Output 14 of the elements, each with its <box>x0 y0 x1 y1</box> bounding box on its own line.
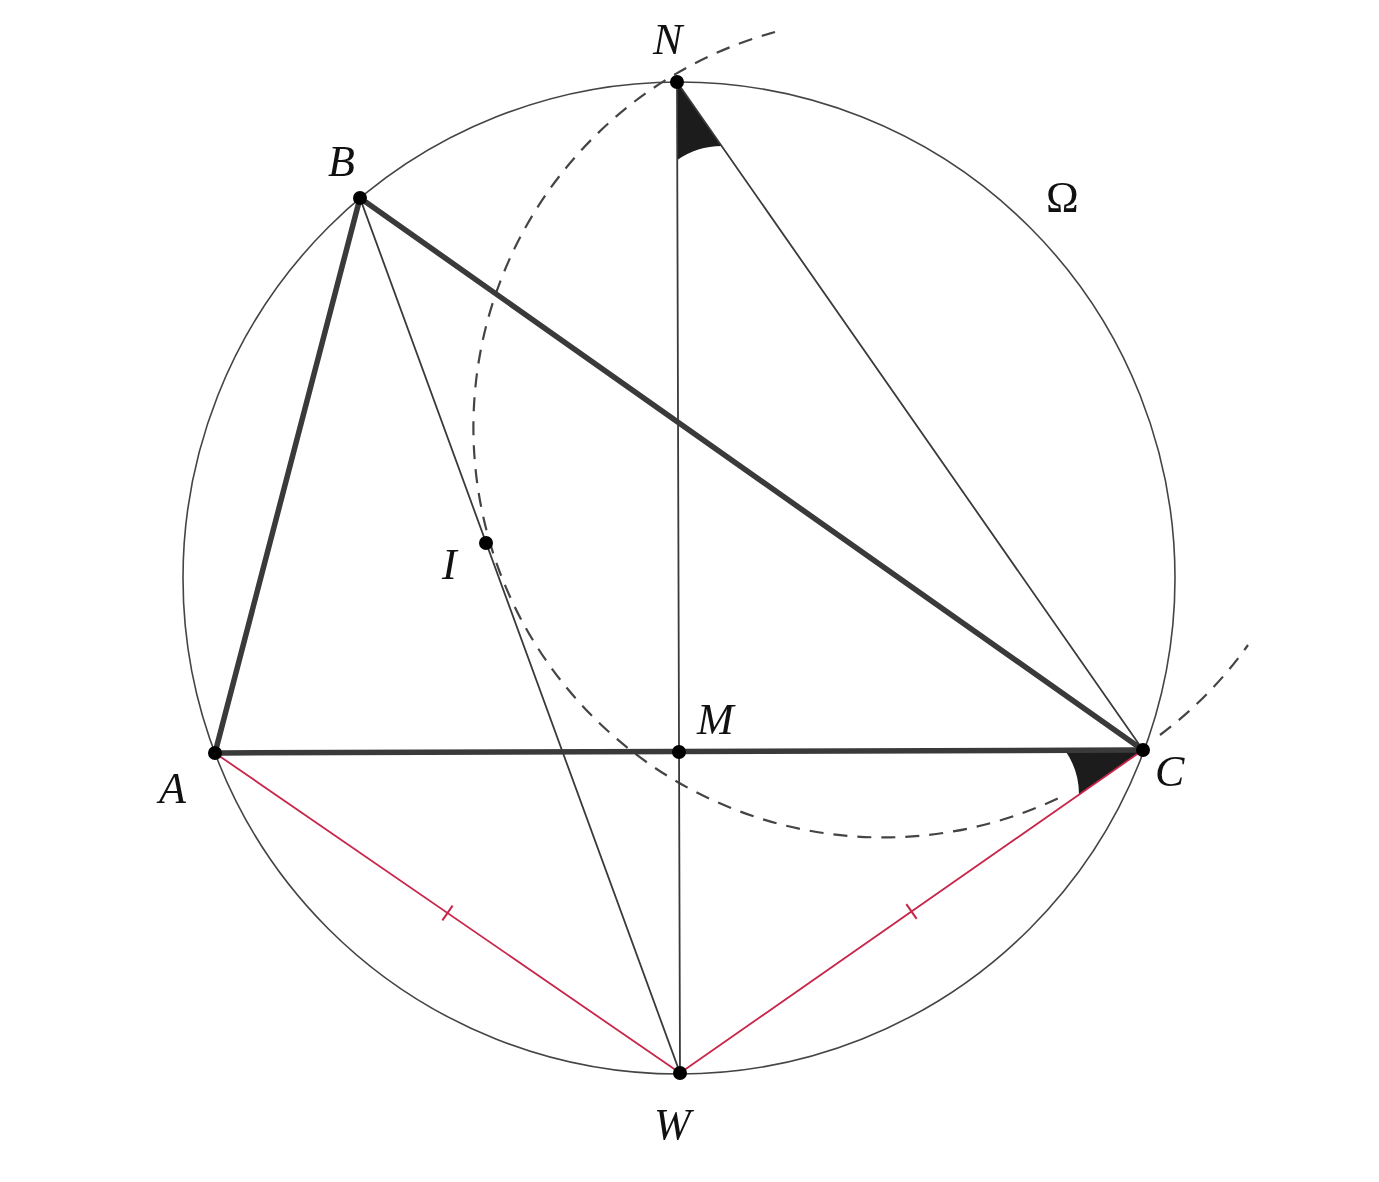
point-label: B <box>328 140 355 184</box>
segment <box>680 86 1140 746</box>
circle-label: Ω <box>1046 176 1079 220</box>
segment <box>362 199 1141 749</box>
equal-segment <box>219 756 676 1070</box>
segment <box>214 202 361 749</box>
segment <box>219 747 1139 756</box>
point-label: C <box>1155 750 1185 794</box>
segment <box>676 88 681 1067</box>
point-label: I <box>442 543 457 587</box>
equal-segment <box>684 753 1139 1070</box>
point-label: M <box>697 698 734 742</box>
segment <box>361 203 679 1068</box>
point-label: N <box>653 18 683 62</box>
